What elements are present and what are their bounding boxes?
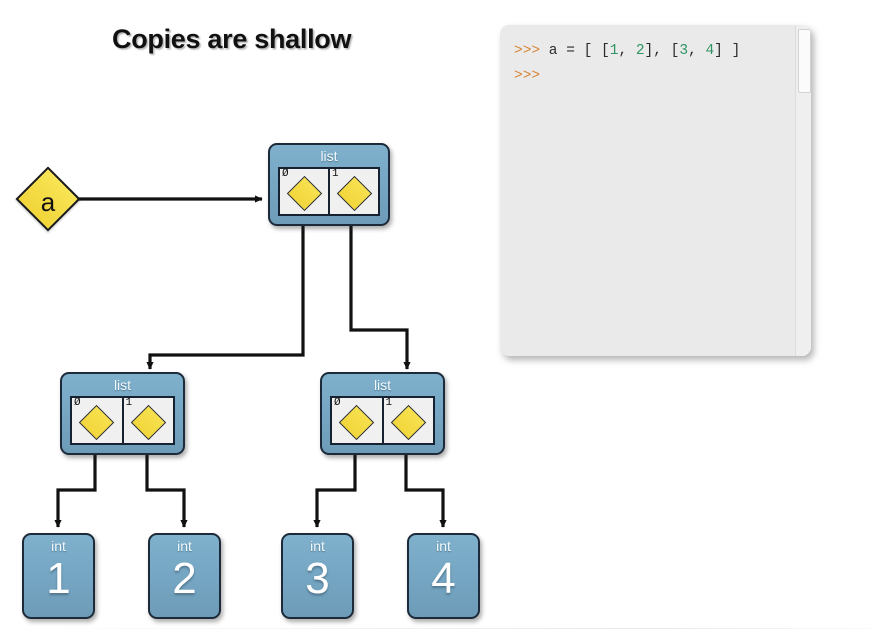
child-list-left-node[interactable]: list Ø 1 [60,372,185,455]
slot-row: Ø 1 [70,396,175,445]
int-node-2[interactable]: int 2 [148,533,221,619]
console-output[interactable]: >>> a = [ [1, 2], [3, 4] ]>>> [500,25,811,356]
node-type-label: int [310,538,325,554]
int-value: 4 [431,554,456,603]
slot-index-label: Ø [282,168,289,180]
arrow-left0-to-int1 [54,449,97,528]
node-type-label: list [320,148,338,164]
console-token: , [618,43,636,59]
int-value: 3 [305,554,330,603]
node-type-label: int [436,538,451,554]
reference-diamond-icon [130,404,166,440]
node-type-label: list [373,377,392,393]
slot-0[interactable]: Ø [72,397,122,443]
console-scroll-thumb[interactable] [798,29,811,93]
reference-diamond-icon [339,404,375,440]
console-token: >>> [514,43,541,59]
arrow-root0-to-left-list [146,208,305,370]
python-console-window[interactable]: >>> a = [ [1, 2], [3, 4] ]>>> [500,25,811,356]
console-line: >>> a = [ [1, 2], [3, 4] ] [514,39,801,64]
console-token: 4 [705,43,715,59]
int-value: 2 [172,554,197,603]
variable-label: a [40,186,56,217]
reference-diamond-icon [286,175,322,211]
variable-diamond-a[interactable]: a [15,166,81,232]
console-token: 3 [679,43,689,59]
console-token: ] ] [714,43,741,59]
slot-index-label: Ø [334,397,341,409]
slot-row: Ø 1 [330,396,435,445]
reference-diamond-icon [390,404,426,440]
int-value: 1 [46,554,71,603]
node-type-label: list [113,377,132,393]
int-node-4[interactable]: int 4 [407,533,480,619]
console-line: >>> [514,64,801,89]
console-token: 1 [609,43,619,59]
int-node-1[interactable]: int 1 [22,533,95,619]
arrow-left1-to-int2 [145,449,188,528]
slot-1[interactable]: 1 [328,168,378,214]
reference-diamond-icon [336,175,372,211]
slot-1[interactable]: 1 [121,397,173,443]
page-title: Copies are shallow [112,24,352,54]
reference-diamond-icon [79,404,115,440]
arrow-right0-to-int3 [313,449,357,528]
slot-0[interactable]: Ø [280,168,328,214]
console-token: 2 [635,43,645,59]
slot-index-label: 1 [385,397,393,409]
node-type-label: int [51,538,66,554]
arrow-right1-to-int4 [404,449,447,528]
slot-row: Ø 1 [278,167,380,216]
console-token: ], [ [644,43,680,59]
int-node-3[interactable]: int 3 [281,533,354,619]
slot-1[interactable]: 1 [381,397,433,443]
node-type-label: int [177,538,192,554]
console-scrollbar[interactable] [795,25,811,356]
slot-index-label: Ø [74,397,81,409]
slot-index-label: 1 [125,397,133,409]
child-list-right-node[interactable]: list Ø 1 [320,372,445,455]
slot-index-label: 1 [332,168,339,180]
arrow-root1-to-right-list [349,208,411,370]
slot-0[interactable]: Ø [332,397,382,443]
console-token: , [688,43,706,59]
console-token: >>> [514,68,541,84]
console-token: a = [ [ [540,43,610,59]
root-list-node[interactable]: list Ø 1 [268,143,390,226]
